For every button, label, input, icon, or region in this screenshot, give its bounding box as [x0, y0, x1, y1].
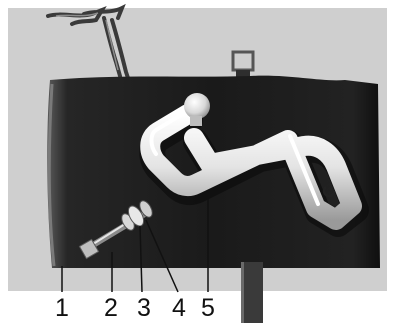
hitch-ball — [184, 93, 210, 119]
callout-4: 4 — [172, 294, 186, 322]
hitch-ball-neck — [190, 116, 202, 126]
callout-2: 2 — [104, 294, 118, 322]
callout-3: 3 — [137, 294, 151, 322]
callout-5: 5 — [201, 294, 215, 322]
callout-1: 1 — [55, 294, 69, 322]
lower-strap — [241, 262, 263, 323]
lower-strap-edge — [241, 262, 244, 323]
